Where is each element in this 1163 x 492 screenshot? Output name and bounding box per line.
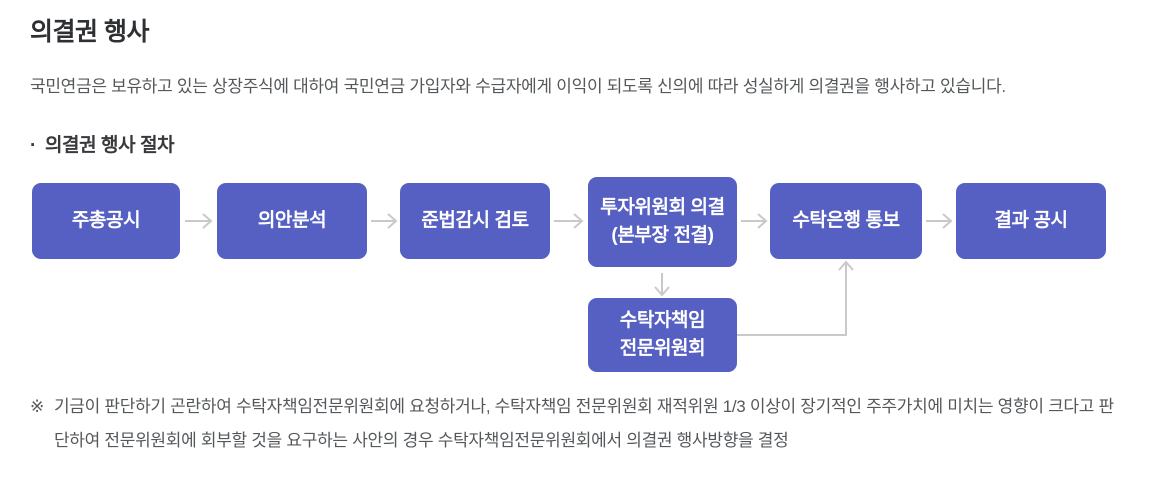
page-title: 의결권 행사: [30, 18, 149, 46]
flow-step-gyeolgwa-gongsi: 결과 공시: [956, 183, 1106, 259]
elbow-arrow-up-icon: [737, 260, 854, 336]
flow-step-jucheong-gongsi: 주총공시: [32, 183, 180, 259]
footnote-marker: ※: [30, 397, 44, 416]
arrow-right-icon: [926, 213, 953, 229]
flow-step-tuja-wiwonhoe: 투자위원회 의결 (본부장 전결): [588, 177, 737, 267]
flow-step-sutagja-chaegim-wiwonhoe: 수탁자책임 전문위원회: [588, 298, 737, 372]
intro-text: 국민연금은 보유하고 있는 상장주식에 대하여 국민연금 가입자와 수급자에게 …: [30, 77, 1006, 96]
section-title: · 의결권 행사 절차: [30, 130, 175, 157]
flow-step-label: 수탁은행 통보: [792, 210, 900, 231]
flow-step-label-line1: 투자위원회 의결: [600, 197, 725, 218]
arrow-right-icon: [371, 213, 398, 229]
flow-step-label: 의안분석: [257, 210, 327, 231]
flow-step-uian-bunseok: 의안분석: [217, 183, 367, 259]
arrow-right-icon: [741, 213, 768, 229]
flow-step-label-line1: 수탁자책임: [619, 310, 706, 331]
section-bullet: ·: [30, 135, 36, 156]
arrow-down-icon: [654, 273, 670, 297]
flow-step-label: 결과 공시: [994, 210, 1068, 231]
flow-step-junbeob-gamsi: 준법감시 검토: [400, 183, 550, 259]
arrow-right-icon: [554, 213, 584, 229]
flow-connectors: [185, 213, 953, 336]
flow-step-sutag-eunhaeng: 수탁은행 통보: [770, 183, 922, 259]
flow-step-label-line2: 전문위원회: [619, 338, 706, 359]
flow-step-label-line2: (본부장 전결): [611, 225, 714, 246]
footnote-text: 기금이 판단하기 곤란하여 수탁자책임전문위원회에 요청하거나, 수탁자책임 전…: [53, 397, 1114, 450]
section-title-label: 의결권 행사 절차: [44, 135, 175, 156]
arrow-right-icon: [185, 213, 213, 229]
flowchart: 주총공시 의안분석 준법감시 검토 투자위원회 의결 (본부장 전결) 수탁은행…: [0, 177, 1163, 382]
flow-step-label: 주총공시: [71, 210, 141, 231]
footnote: ※ 기금이 판단하기 곤란하여 수탁자책임전문위원회에 요청하거나, 수탁자책임…: [30, 390, 1126, 458]
flow-step-label: 준법감시 검토: [421, 210, 529, 231]
